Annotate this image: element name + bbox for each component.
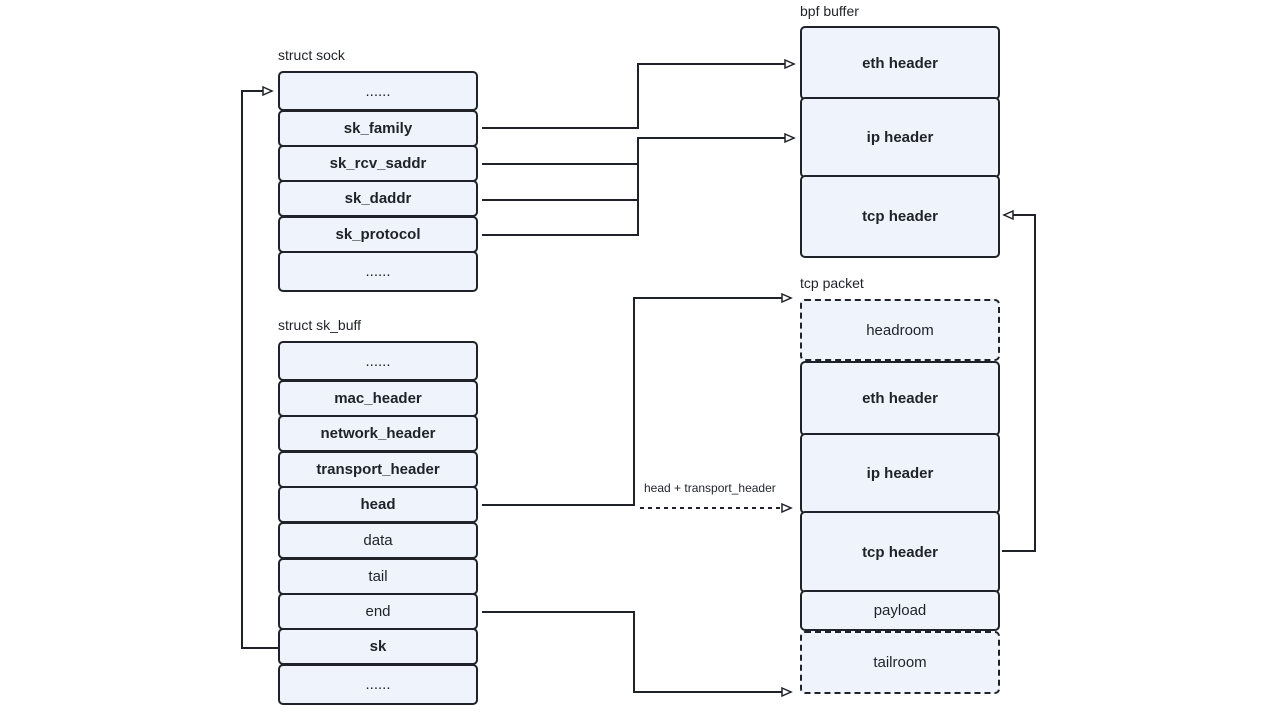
packet-payload: payload (800, 590, 1000, 631)
bpf-tcp-header: tcp header (800, 175, 1000, 258)
sock-field-ellipsis-bottom: ...... (278, 251, 478, 292)
sock-field-sk-family: sk_family (278, 110, 478, 147)
edge-family-to-eth (482, 64, 794, 129)
edge-sk-to-sock (241, 91, 278, 649)
skb-field-tail: tail (278, 558, 478, 595)
edge-packet-tcp-to-bpf-tcp (1002, 215, 1036, 552)
struct-sock-title: struct sock (278, 47, 345, 63)
skb-field-head: head (278, 486, 478, 523)
bpf-ip-header: ip header (800, 97, 1000, 178)
edge-protocol-to-ip (482, 138, 794, 236)
edge-head-to-packet (482, 298, 791, 506)
sock-field-sk-protocol: sk_protocol (278, 216, 478, 253)
bpf-buffer-title: bpf buffer (800, 3, 859, 19)
packet-tailroom: tailroom (800, 631, 1000, 694)
struct-sk-buff-title: struct sk_buff (278, 317, 362, 333)
skb-field-ellipsis-bottom: ...... (278, 664, 478, 705)
packet-headroom: headroom (800, 299, 1000, 361)
skb-field-network-header: network_header (278, 415, 478, 452)
skb-field-end: end (278, 593, 478, 630)
edge-end-to-tailroom (482, 611, 791, 692)
skb-field-data: data (278, 522, 478, 559)
sock-field-sk-rcv-saddr: sk_rcv_saddr (278, 145, 478, 182)
packet-eth-header: eth header (800, 361, 1000, 436)
sock-field-sk-daddr: sk_daddr (278, 180, 478, 217)
skb-field-mac-header: mac_header (278, 380, 478, 417)
sock-field-ellipsis-top: ...... (278, 71, 478, 111)
skb-field-transport-header: transport_header (278, 451, 478, 488)
skb-field-sk: sk (278, 628, 478, 665)
tcp-packet-title: tcp packet (800, 275, 864, 291)
bpf-eth-header: eth header (800, 26, 1000, 100)
packet-tcp-header: tcp header (800, 511, 1000, 593)
edge-label-head-transport: head + transport_header (644, 481, 776, 495)
packet-ip-header: ip header (800, 433, 1000, 514)
skb-field-ellipsis-top: ...... (278, 341, 478, 381)
